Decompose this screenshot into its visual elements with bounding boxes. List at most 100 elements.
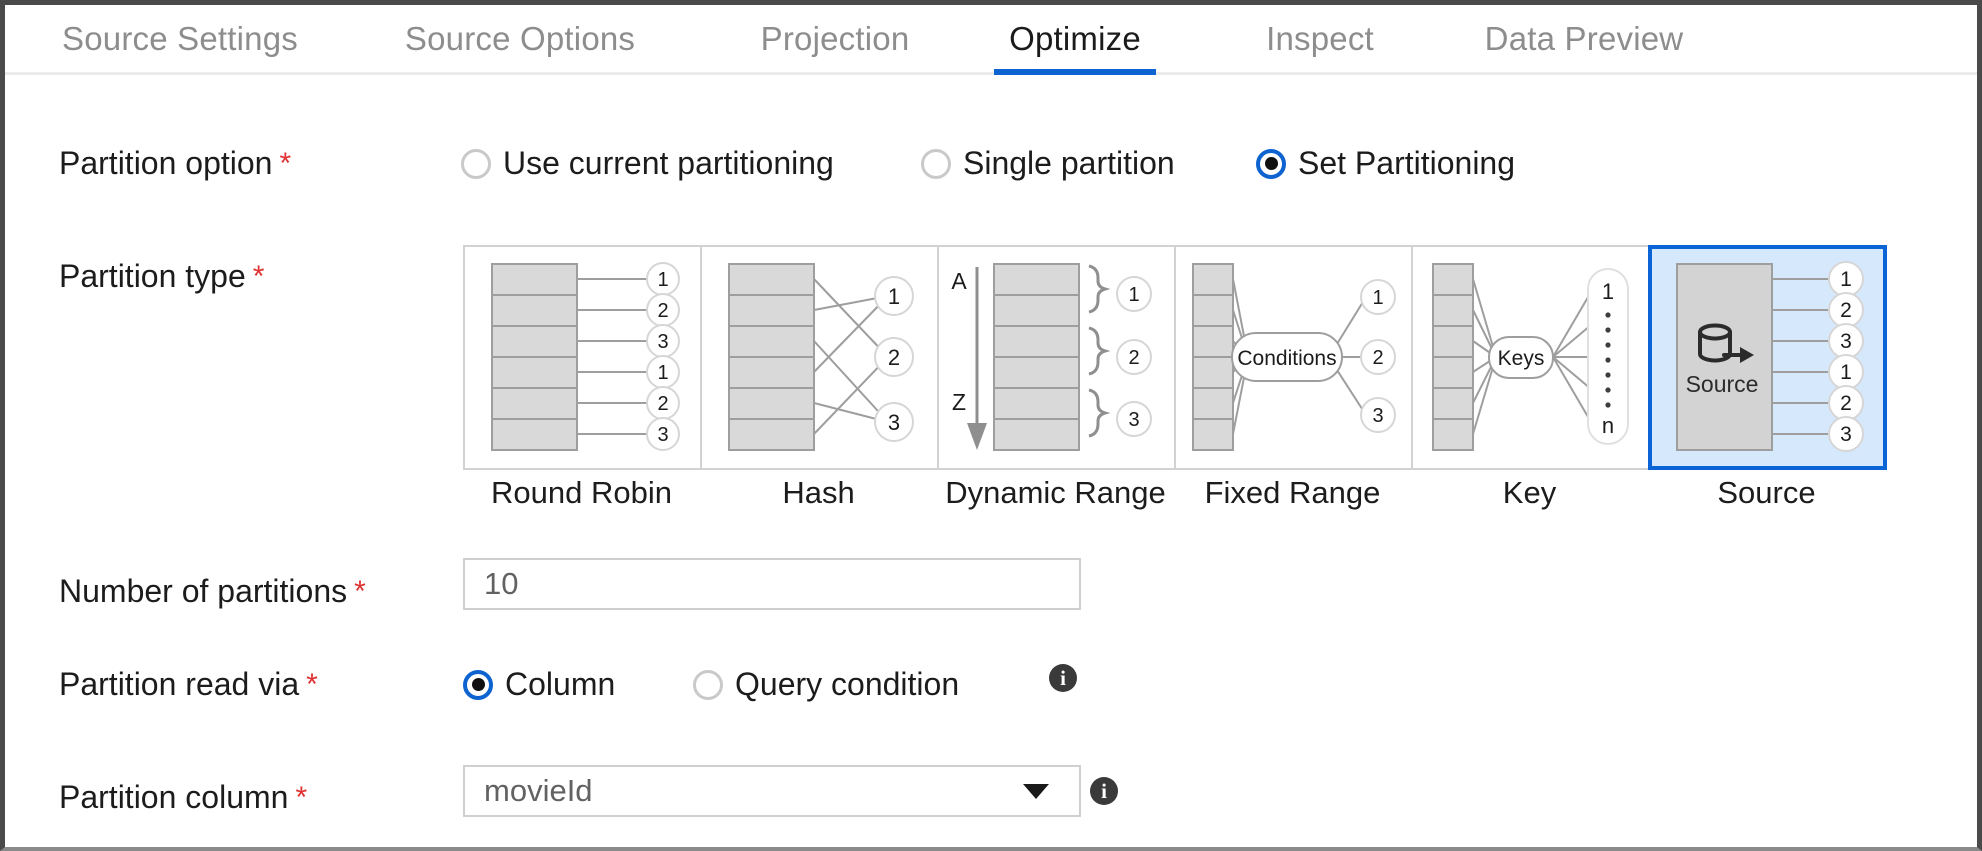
tab-strip: Source Settings Source Options Projectio… <box>5 5 1977 75</box>
radio-label: Query condition <box>735 666 960 702</box>
input-value: 10 <box>484 566 519 601</box>
radio-indicator[interactable] <box>463 669 493 700</box>
partition-type-label-source: Source <box>1717 475 1816 510</box>
svg-text:3: 3 <box>888 410 900 435</box>
svg-text:1: 1 <box>1372 287 1383 309</box>
required-indicator: * <box>306 668 318 701</box>
required-indicator: * <box>354 575 366 608</box>
radio-indicator[interactable] <box>921 148 951 179</box>
partition-type-label-hash: Hash <box>782 475 855 510</box>
tab-label: Data Preview <box>1484 20 1684 57</box>
radio-indicator[interactable] <box>461 148 491 179</box>
label-text: Partition read via <box>59 666 300 702</box>
svg-text:2: 2 <box>657 393 668 415</box>
info-glyph: i <box>1101 778 1107 803</box>
svg-text:3: 3 <box>1128 409 1139 431</box>
partition-type-card-fixed-range[interactable]: Conditions 1 2 3 <box>1174 245 1413 470</box>
svg-text:2: 2 <box>888 345 900 370</box>
chevron-down-icon[interactable] <box>1023 783 1049 799</box>
tab-optimize[interactable]: Optimize <box>990 5 1160 75</box>
radio-column[interactable]: Column <box>463 666 615 703</box>
round-robin-diagram: 1 2 3 1 2 3 <box>491 262 680 451</box>
key-diagram: Keys 1 n <box>1432 263 1629 451</box>
source-diagram: Source 1 2 3 1 2 3 <box>1676 261 1864 452</box>
svg-text:1: 1 <box>1128 284 1139 306</box>
tab-source-options[interactable]: Source Options <box>405 5 635 73</box>
radio-indicator[interactable] <box>1256 148 1286 179</box>
svg-text:2: 2 <box>1372 347 1383 369</box>
select-value: movieId <box>484 773 593 808</box>
svg-text:Conditions: Conditions <box>1237 347 1336 370</box>
svg-text:3: 3 <box>1840 423 1852 446</box>
partition-type-label-round-robin: Round Robin <box>491 475 672 510</box>
tab-data-preview[interactable]: Data Preview <box>1483 5 1685 73</box>
tab-label: Inspect <box>1266 20 1374 57</box>
partition-read-via-label: Partition read via* <box>59 666 318 703</box>
number-of-partitions-label: Number of partitions* <box>59 573 366 610</box>
tab-label: Source Options <box>404 20 636 57</box>
fixed-range-diagram: Conditions 1 2 3 <box>1192 263 1396 451</box>
partition-type-card-key[interactable]: Keys 1 n <box>1411 245 1650 470</box>
svg-text:3: 3 <box>657 424 668 446</box>
radio-set-partitioning[interactable]: Set Partitioning <box>1256 145 1515 182</box>
svg-text:2: 2 <box>1128 347 1139 369</box>
svg-text:Z: Z <box>952 389 966 415</box>
tab-source-settings[interactable]: Source Settings <box>62 5 298 73</box>
partition-column-info-icon[interactable]: i <box>1090 777 1118 805</box>
tab-label: Projection <box>760 20 910 57</box>
tab-active-indicator <box>994 69 1156 75</box>
tab-label: Source Settings <box>62 20 298 57</box>
svg-text:3: 3 <box>657 331 668 353</box>
number-of-partitions-input[interactable]: 10 <box>463 558 1081 610</box>
partition-type-label-dynamic-range: Dynamic Range <box>945 475 1166 510</box>
svg-text:1: 1 <box>1840 361 1852 384</box>
radio-single-partition[interactable]: Single partition <box>921 145 1175 182</box>
tab-label: Optimize <box>1009 20 1141 57</box>
partition-type-label-fixed-range: Fixed Range <box>1204 475 1381 510</box>
required-indicator: * <box>279 147 292 180</box>
svg-text:3: 3 <box>1840 330 1852 353</box>
partition-type-card-source[interactable]: Source 1 2 3 1 2 3 <box>1648 245 1887 470</box>
svg-text:2: 2 <box>1840 299 1852 322</box>
radio-use-current-partitioning[interactable]: Use current partitioning <box>461 145 834 182</box>
radio-query-condition[interactable]: Query condition <box>693 666 959 703</box>
svg-text:1: 1 <box>657 362 668 384</box>
partition-type-labels: Round Robin Hash Dynamic Range Fixed Ran… <box>463 475 1885 511</box>
partition-column-select[interactable]: movieId <box>463 765 1081 817</box>
radio-label: Single partition <box>963 145 1175 181</box>
required-indicator: * <box>252 260 265 293</box>
svg-text:Keys: Keys <box>1498 347 1545 370</box>
tab-projection[interactable]: Projection <box>747 5 923 73</box>
svg-text:1: 1 <box>657 269 668 291</box>
partition-option-label: Partition option* <box>59 145 291 182</box>
radio-label: Column <box>505 666 616 702</box>
partition-type-gallery: 1 2 3 1 2 3 <box>463 245 1887 470</box>
svg-text:3: 3 <box>1372 405 1383 427</box>
partition-read-via-info-icon[interactable]: i <box>1049 664 1077 692</box>
partition-column-label: Partition column* <box>59 779 307 816</box>
partition-type-label-key: Key <box>1502 475 1557 510</box>
required-indicator: * <box>295 781 308 814</box>
label-text: Partition type <box>59 258 246 294</box>
svg-text:n: n <box>1602 413 1614 438</box>
svg-text:1: 1 <box>1602 279 1614 304</box>
tab-strip-divider <box>5 72 1977 75</box>
dynamic-range-diagram: A Z <box>951 263 1152 451</box>
label-text: Partition option <box>59 145 273 181</box>
svg-text:A: A <box>951 268 967 294</box>
svg-text:1: 1 <box>1840 268 1852 291</box>
tab-inspect[interactable]: Inspect <box>1253 5 1387 73</box>
label-text: Partition column <box>59 779 289 815</box>
radio-label: Use current partitioning <box>503 145 834 181</box>
partition-type-card-hash[interactable]: 1 2 3 <box>700 245 939 470</box>
partition-type-card-dynamic-range[interactable]: A Z <box>937 245 1176 470</box>
radio-indicator[interactable] <box>693 669 723 700</box>
hash-diagram: 1 2 3 <box>728 263 914 451</box>
svg-text:2: 2 <box>1840 392 1852 415</box>
info-glyph: i <box>1060 665 1066 690</box>
partition-type-label: Partition type* <box>59 258 264 295</box>
radio-label: Set Partitioning <box>1298 145 1516 181</box>
svg-text:Source: Source <box>1686 371 1759 397</box>
partition-type-card-round-robin[interactable]: 1 2 3 1 2 3 <box>463 245 702 470</box>
